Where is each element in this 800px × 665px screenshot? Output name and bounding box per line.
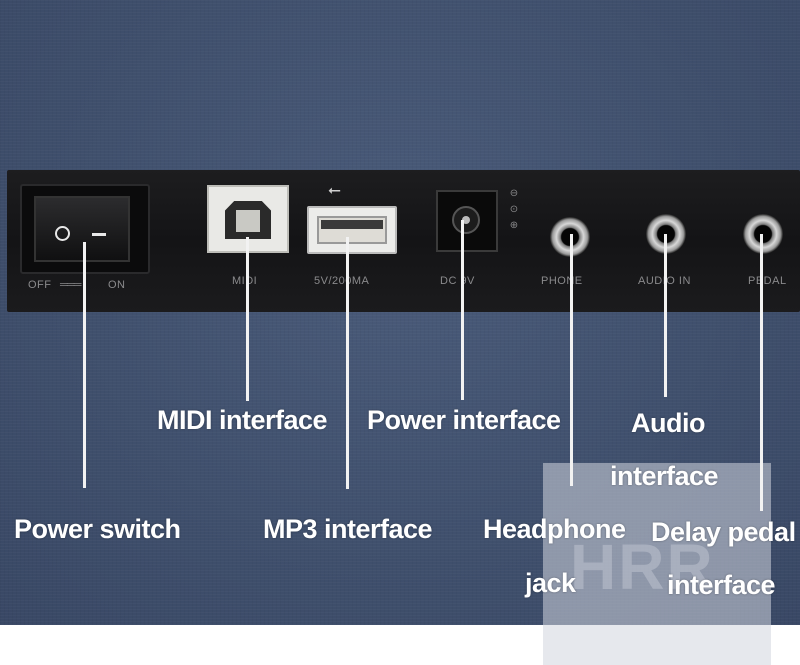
pedal-leader — [760, 234, 763, 511]
power-interface-label: Power interface — [367, 405, 561, 435]
phone-jack-label: PHONE — [541, 275, 583, 287]
power-rocker-switch — [34, 196, 130, 262]
watermark-logo: HRR — [570, 531, 715, 603]
switch-on-label: ON — [108, 279, 126, 291]
watermark-box — [543, 463, 771, 665]
switch-on-symbol-icon — [92, 233, 106, 236]
headphone-jack-label-line2: jack — [525, 568, 576, 598]
usb-port-label: 5V/200MA — [314, 275, 370, 287]
switch-off-symbol-icon — [55, 226, 70, 241]
delay-pedal-label-line1: Delay pedal — [651, 517, 796, 547]
dc-label: DC 9V — [440, 275, 475, 287]
headphone-jack-label-line1: Headphone — [483, 514, 626, 544]
dc-jack-hole — [452, 206, 480, 234]
switch-off-label: OFF — [28, 279, 52, 291]
usb-symbol-icon: ⭠ — [328, 180, 341, 199]
audio-interface-label-line1: Audio — [631, 408, 705, 438]
audio-interface-label-line2: interface — [610, 461, 719, 491]
midi-port-label: MIDI — [232, 275, 258, 287]
polarity-icon: ⊖⊙⊕ — [509, 188, 519, 231]
midi-leader — [246, 237, 249, 401]
audio-leader — [664, 234, 667, 397]
dc-jack-pin — [462, 216, 470, 224]
midi-interface-label: MIDI interface — [157, 405, 328, 435]
mp3-leader — [346, 237, 349, 489]
pedal-jack — [743, 214, 783, 254]
switch-separator: ═══ — [60, 279, 81, 291]
mp3-interface-label: MP3 interface — [263, 514, 433, 544]
pedal-jack-label: PEDAL — [748, 275, 787, 287]
usb-a-tongue — [321, 220, 383, 229]
power-switch-label: Power switch — [14, 514, 181, 544]
power-switch-leader — [83, 242, 86, 488]
headphone-leader — [570, 234, 573, 486]
delay-pedal-label-line2: interface — [667, 570, 776, 600]
power-interface-leader — [461, 220, 464, 400]
midi-port-pins — [236, 210, 260, 232]
